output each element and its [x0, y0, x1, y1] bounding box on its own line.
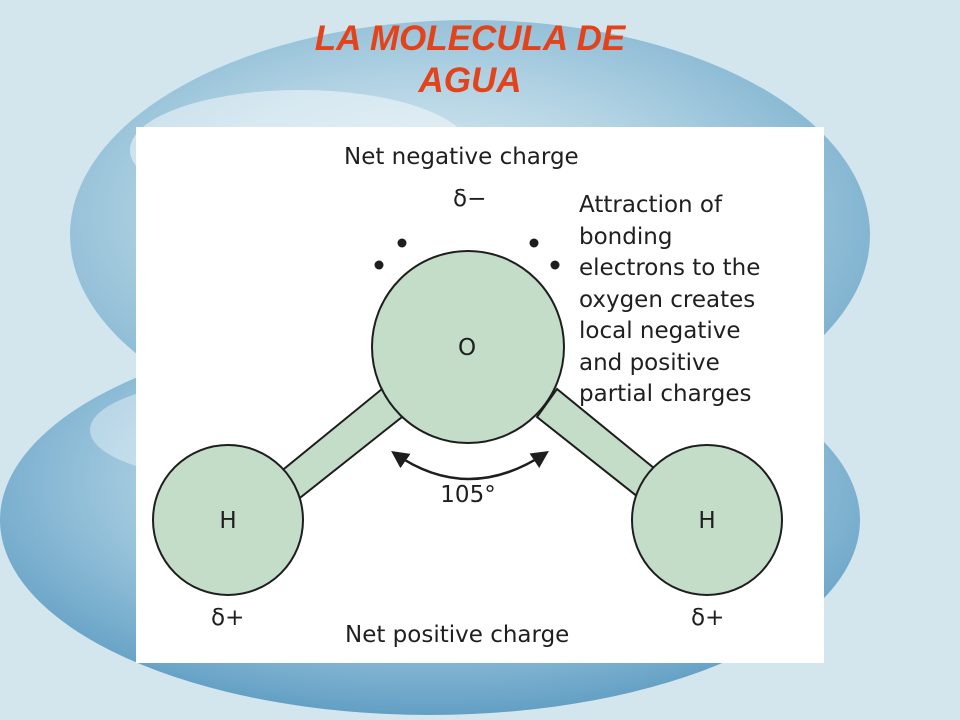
lone-pair-electron [529, 238, 539, 248]
explanation-line: local negative [579, 318, 741, 344]
lone-pair-electron [397, 238, 407, 248]
oxygen-symbol: O [458, 335, 476, 361]
bond-angle-arrow [391, 450, 549, 481]
net-positive-charge-label: Net positive charge [345, 622, 569, 648]
oxygen-atom [371, 250, 565, 444]
bond-angle-label: 105° [440, 482, 495, 508]
explanation-line: partial charges [579, 381, 751, 407]
lone-pair-electron [374, 260, 384, 270]
slide-title: LA MOLECULA DE AGUA [180, 18, 760, 102]
slide-title-line1: LA MOLECULA DE [314, 19, 626, 58]
explanation-line: and positive [579, 350, 720, 376]
explanation-line: bonding [579, 224, 672, 250]
hydrogen-left-partial-charge: δ+ [211, 605, 244, 631]
explanation-text: Attraction of bonding electrons to the o… [579, 192, 768, 407]
water-molecule-figure: Net negative charge δ− Attraction of bon… [136, 127, 824, 663]
oxygen-partial-charge: δ− [453, 186, 486, 212]
slide-title-line2: AGUA [418, 61, 522, 100]
hydrogen-right-partial-charge: δ+ [691, 605, 724, 631]
explanation-line: electrons to the [579, 255, 760, 281]
hydrogen-right-symbol: H [698, 508, 715, 534]
hydrogen-left-atom [152, 444, 304, 596]
hydrogen-left-symbol: H [219, 508, 236, 534]
hydrogen-right-atom [631, 444, 783, 596]
explanation-line: oxygen creates [579, 287, 755, 313]
water-molecule-diagram: Net negative charge δ− Attraction of bon… [152, 144, 783, 648]
lone-pair-electron [550, 260, 560, 270]
net-negative-charge-label: Net negative charge [344, 144, 579, 170]
bond-left [277, 387, 404, 503]
explanation-line: Attraction of [579, 192, 723, 218]
